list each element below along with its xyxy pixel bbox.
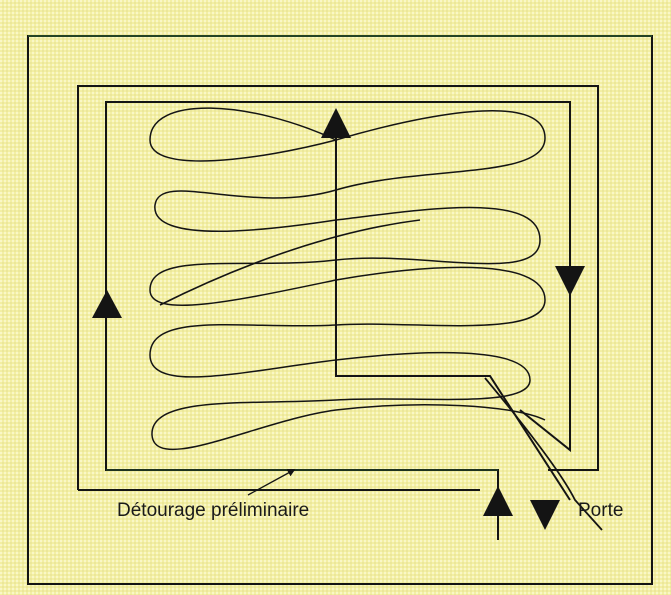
- preliminary-label-pointer: [247, 469, 296, 496]
- center-route: [335, 128, 571, 501]
- arrow-down-right: [555, 266, 585, 296]
- door-route: [484, 377, 603, 531]
- arrow-up-gate: [483, 486, 513, 516]
- loop-diagonal: [159, 219, 421, 306]
- preliminary-trim-path: [77, 85, 599, 490]
- preliminary-trim-label: Détourage préliminaire: [117, 500, 309, 521]
- arrow-down-gate: [530, 500, 560, 530]
- loop-pattern: [149, 107, 546, 451]
- inner-trim-path: [105, 101, 571, 540]
- arrow-up-left: [92, 290, 122, 318]
- arrow-up-center: [321, 108, 351, 138]
- door-label: Porte: [578, 500, 623, 521]
